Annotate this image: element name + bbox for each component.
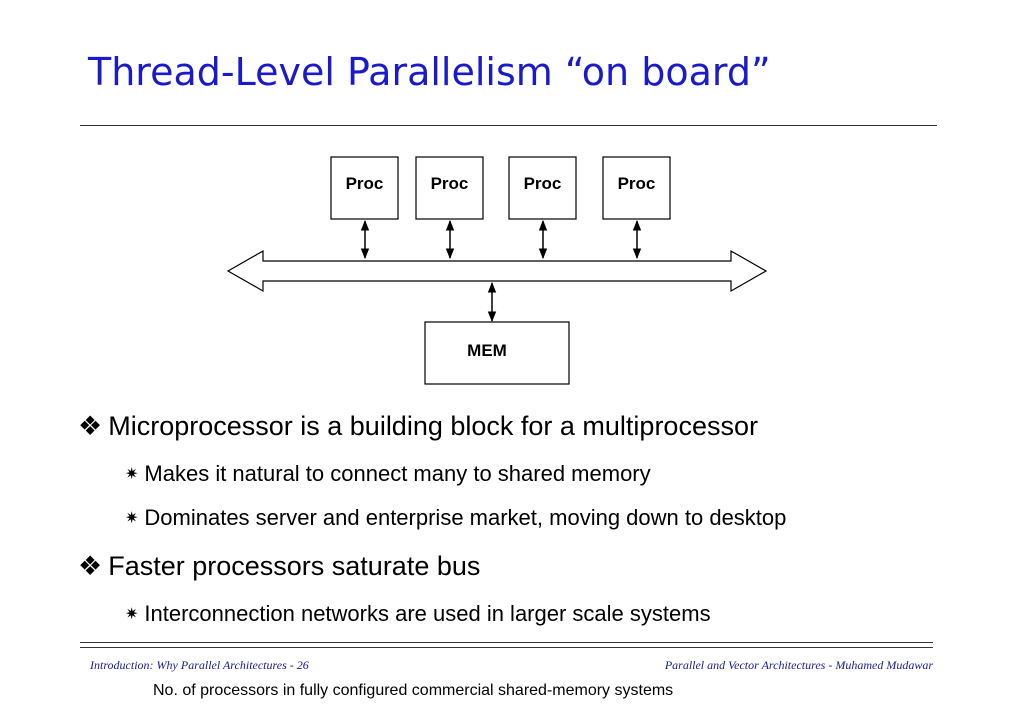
footer-divider-top (80, 642, 933, 643)
bullet-2: ❖Faster processors saturate bus (78, 551, 480, 582)
footer-divider-bottom (80, 647, 933, 648)
proc-label-3: Proc (524, 174, 562, 193)
slide-title: Thread-Level Parallelism “on board” (88, 50, 771, 94)
system-bus (226, 249, 768, 293)
proc-label-2: Proc (431, 174, 469, 193)
footer-left: Introduction: Why Parallel Architectures… (90, 658, 309, 672)
bullet-2-sub-1-text: Interconnection networks are used in lar… (144, 601, 711, 626)
star-bullet-icon: ✷ (125, 606, 139, 623)
memory-box: MEM (424, 321, 570, 385)
memory-label: MEM (467, 341, 507, 360)
star-bullet-icon: ✷ (125, 510, 139, 527)
bullet-1-sub-1-text: Makes it natural to connect many to shar… (144, 461, 651, 486)
proc-box-1: Proc (330, 156, 399, 220)
diamond-bullet-icon: ❖ (78, 551, 103, 581)
bullet-1: ❖Microprocessor is a building block for … (78, 411, 758, 442)
proc-box-3: Proc (508, 156, 577, 220)
bullet-1-sub-2: ✷ Dominates server and enterprise market,… (125, 505, 786, 531)
proc-box-2: Proc (415, 156, 484, 220)
proc-label-1: Proc (346, 174, 384, 193)
star-bullet-icon: ✷ (125, 466, 139, 483)
proc-box-4: Proc (602, 156, 671, 220)
bullet-1-sub-1: ✷ Makes it natural to connect many to sha… (125, 461, 651, 487)
slide-note: No. of processors in fully configured co… (153, 682, 674, 699)
bullet-2-text: Faster processors saturate bus (108, 551, 481, 581)
bullet-1-text: Microprocessor is a building block for a… (108, 411, 758, 441)
proc-label-4: Proc (618, 174, 656, 193)
diamond-bullet-icon: ❖ (78, 411, 103, 441)
title-divider (80, 125, 937, 126)
footer-right: Parallel and Vector Architectures - Muha… (664, 658, 933, 672)
bullet-1-sub-2-text: Dominates server and enterprise market, … (144, 505, 787, 530)
bullet-2-sub-1: ✷ Interconnection networks are used in la… (125, 601, 711, 627)
